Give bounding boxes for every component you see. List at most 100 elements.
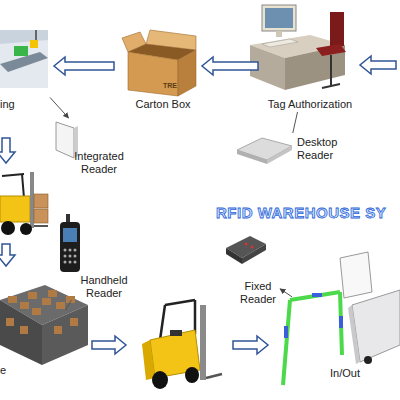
node-caption: Tag Authorization <box>262 98 358 111</box>
packing-scene <box>0 30 48 44</box>
truck <box>364 356 372 364</box>
truck <box>352 290 400 362</box>
forklift <box>185 367 199 383</box>
leader-line <box>293 112 298 133</box>
flow-arrow <box>92 336 126 354</box>
node-caption: ing <box>0 98 40 111</box>
fixed-reader <box>226 236 266 264</box>
storage-area <box>0 285 88 365</box>
storage-area <box>56 302 65 309</box>
carton-box <box>178 50 196 96</box>
reader-box: Handheld Reader <box>55 218 135 300</box>
storage-area <box>0 285 88 325</box>
forklift <box>165 300 195 305</box>
forklift <box>200 305 206 380</box>
rfid-gate <box>290 292 340 300</box>
tag-desk <box>316 44 346 56</box>
handheld-reader <box>74 249 77 252</box>
tag-desk <box>262 39 298 47</box>
desktop-reader <box>237 138 292 164</box>
forklift <box>0 196 30 222</box>
storage-area <box>42 305 88 365</box>
storage-area <box>20 326 28 334</box>
packing-scene <box>0 30 48 88</box>
handheld-reader <box>69 249 72 252</box>
packing-scene <box>35 30 37 40</box>
leader-line <box>66 300 72 310</box>
truck <box>348 290 400 364</box>
forklift <box>34 194 48 208</box>
truck <box>348 305 360 364</box>
node-caption: e <box>0 364 30 377</box>
tag-desk <box>265 8 293 28</box>
forklift <box>2 174 24 176</box>
leader-line <box>280 289 292 297</box>
forklift <box>0 172 48 235</box>
packing-scene <box>30 40 38 48</box>
forklift <box>206 374 222 378</box>
rfid-gate <box>284 326 288 338</box>
forklift <box>152 371 168 389</box>
tag-desk <box>285 45 345 90</box>
carton-box <box>128 52 178 96</box>
integrated-reader <box>56 122 74 158</box>
antenna-panel <box>340 252 372 298</box>
handheld-reader <box>74 255 77 258</box>
carton-box <box>122 30 196 96</box>
forklift <box>160 305 165 340</box>
storage-area <box>54 326 62 334</box>
storage-area <box>48 290 57 297</box>
forklift <box>1 221 15 235</box>
antenna-panel <box>340 252 372 298</box>
forklift <box>170 330 182 336</box>
fixed-reader <box>251 246 254 249</box>
storage-area <box>70 318 78 326</box>
forklift <box>194 300 197 334</box>
leader-line <box>50 98 69 119</box>
storage-area <box>42 298 51 305</box>
forklift <box>34 225 48 227</box>
fixed-reader <box>245 243 248 246</box>
storage-area <box>28 292 37 299</box>
flow-arrow <box>0 244 15 266</box>
tag-desk <box>276 31 282 37</box>
station-box: In/Out <box>292 285 400 380</box>
forklift <box>34 209 48 223</box>
reader-box: Fixed Reader <box>220 232 280 306</box>
handheld-reader <box>69 261 72 264</box>
node-caption: Handheld Reader <box>73 274 135 300</box>
flow-arrow <box>202 57 258 75</box>
station-box: Tag Authorization <box>262 0 358 112</box>
storage-area <box>66 296 75 303</box>
handheld-reader <box>60 214 80 272</box>
handheld-reader <box>64 255 67 258</box>
box-label: TRE <box>163 82 177 90</box>
handheld-reader <box>64 261 67 264</box>
tag-desk <box>330 55 332 86</box>
rfid-gate <box>340 292 342 355</box>
node-caption: Fixed Reader <box>237 280 279 306</box>
storage-area <box>20 302 29 309</box>
tag-desk <box>262 5 296 31</box>
tag-desk <box>322 84 340 88</box>
rfid-gate <box>312 293 322 297</box>
flow-arrow <box>233 336 268 354</box>
fixed-reader <box>226 248 242 264</box>
desktop-reader <box>267 146 292 164</box>
node-caption: Integrated Reader <box>70 150 128 176</box>
forklift <box>22 174 24 198</box>
handheld-reader <box>63 228 77 242</box>
station-box: e <box>0 310 90 382</box>
forklift <box>142 340 155 380</box>
forklift <box>142 300 222 389</box>
handheld-reader <box>74 261 77 264</box>
storage-area <box>0 300 42 365</box>
forklift <box>30 172 34 228</box>
reader-box: Desktop Reader <box>233 133 345 167</box>
reader-box: Integrated Reader <box>50 118 140 176</box>
node-caption: Carton Box <box>131 98 195 111</box>
diagram-title: RFID WAREHOUSE SY <box>216 204 386 221</box>
desktop-reader <box>237 150 267 164</box>
